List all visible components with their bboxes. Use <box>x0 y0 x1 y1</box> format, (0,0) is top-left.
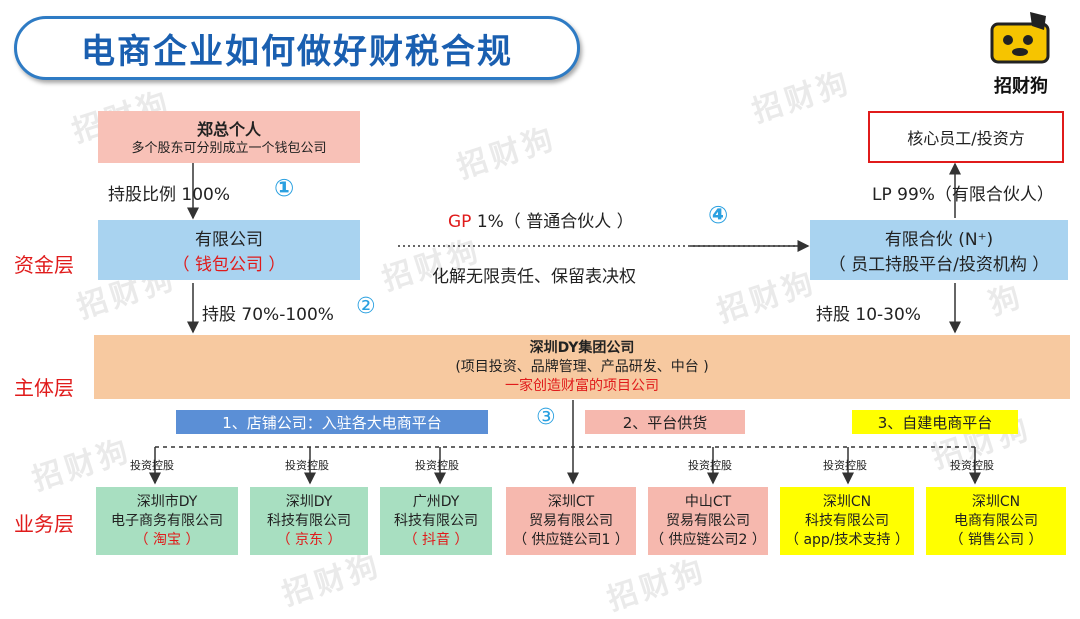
layer-label-business: 业务层 <box>14 512 74 536</box>
core-investor-title: 核心员工/投资方 <box>907 129 1025 148</box>
company-role: （ 供应链公司2 ） <box>650 531 766 548</box>
company-type: 贸易有限公司 <box>529 512 613 529</box>
company-name: 深圳CN <box>822 493 872 510</box>
company-box: 广州DY 科技有限公司 （ 抖音 ） <box>380 487 492 555</box>
layer-label-capital: 资金层 <box>14 253 74 277</box>
layer-label-main: 主体层 <box>14 376 74 400</box>
category-own-platform-label: 3、自建电商平台 <box>877 413 993 432</box>
company-type: 电商有限公司 <box>954 512 1038 529</box>
lp-label: LP 99%（有限合伙人） <box>872 185 1054 205</box>
company-box: 深圳市DY 电子商务有限公司 （ 淘宝 ） <box>96 487 238 555</box>
logo: 招财狗 <box>982 10 1060 97</box>
company-name: 深圳CT <box>547 493 595 510</box>
step-number-2: ② <box>356 294 376 319</box>
invest-label: 投资控股 <box>688 459 732 472</box>
personal-box: 郑总个人 多个股东可分别成立一个钱包公司 <box>98 111 360 163</box>
invest-label: 投资控股 <box>285 459 329 472</box>
page-title: 电商企业如何做好财税合规 <box>81 31 513 72</box>
wallet-company-box: 有限公司 （ 钱包公司 ） <box>98 220 360 280</box>
invest-label: 投资控股 <box>130 459 174 472</box>
gp-purpose: 化解无限责任、保留表决权 <box>432 267 636 287</box>
company-type: 科技有限公司 <box>267 512 351 529</box>
company-name: 深圳CN <box>971 493 1021 510</box>
company-box: 深圳CT 贸易有限公司 （ 供应链公司1 ） <box>506 487 636 555</box>
invest-label: 投资控股 <box>950 459 994 472</box>
category-store: 1、店铺公司：入驻各大电商平台 <box>176 410 488 434</box>
dog-icon <box>990 12 1050 64</box>
company-role: （ 京东 ） <box>276 531 342 548</box>
group-sub: (项目投资、品牌管理、产品研发、中台 ) <box>455 358 709 375</box>
company-name: 中山CT <box>684 493 732 510</box>
edge-label-2: 持股 70%-100% <box>202 305 334 325</box>
invest-label: 投资控股 <box>415 459 459 472</box>
company-type: 科技有限公司 <box>394 512 478 529</box>
group-tag: 一家创造财富的项目公司 <box>505 377 659 394</box>
step-number-3: ③ <box>536 405 556 430</box>
step-number-1: ① <box>274 174 295 202</box>
partnership-title: 有限合伙 (N⁺) <box>884 230 994 250</box>
group-title: 深圳DY集团公司 <box>529 339 635 356</box>
step-number-4: ④ <box>708 201 729 229</box>
category-supply-label: 2、平台供货 <box>622 413 708 432</box>
category-store-label: 1、店铺公司：入驻各大电商平台 <box>222 413 442 432</box>
company-box: 深圳CN 电商有限公司 （ 销售公司 ） <box>926 487 1066 555</box>
edge-label-1-text: 持股比例 100% <box>108 185 231 205</box>
gp-label-rest: 1%（ 普通合伙人 ） <box>471 212 634 232</box>
group-company-band: 深圳DY集团公司 (项目投资、品牌管理、产品研发、中台 ) 一家创造财富的项目公… <box>94 335 1070 399</box>
company-box: 中山CT 贸易有限公司 （ 供应链公司2 ） <box>648 487 768 555</box>
company-type: 电子商务有限公司 <box>111 512 223 529</box>
company-role: （ 销售公司 ） <box>949 531 1043 548</box>
logo-text: 招财狗 <box>994 76 1048 97</box>
personal-sub: 多个股东可分别成立一个钱包公司 <box>131 141 327 156</box>
title-banner: 电商企业如何做好财税合规 <box>14 16 580 80</box>
partnership-sub: （ 员工持股平台/投资机构 ） <box>828 255 1050 275</box>
gp-label: GP 1%（ 普通合伙人 ） <box>448 207 634 232</box>
edge-label-1: 持股比例 100% <box>108 180 230 205</box>
gp-label-prefix: GP <box>448 212 472 232</box>
company-name: 深圳市DY <box>136 493 198 510</box>
core-investor-box: 核心员工/投资方 <box>868 111 1064 163</box>
company-role: （ 供应链公司1 ） <box>513 531 629 548</box>
company-role: （ 淘宝 ） <box>134 531 200 548</box>
wallet-title: 有限公司 <box>195 230 263 250</box>
personal-title: 郑总个人 <box>196 120 261 139</box>
edge-label-right: 持股 10-30% <box>816 305 921 325</box>
company-role: （ 抖音 ） <box>403 531 469 548</box>
partnership-box: 有限合伙 (N⁺) （ 员工持股平台/投资机构 ） <box>810 220 1068 280</box>
company-box: 深圳DY 科技有限公司 （ 京东 ） <box>250 487 368 555</box>
invest-label: 投资控股 <box>823 459 867 472</box>
category-supply: 2、平台供货 <box>585 410 745 434</box>
company-type: 科技有限公司 <box>805 512 889 529</box>
company-name: 广州DY <box>412 493 460 510</box>
category-own-platform: 3、自建电商平台 <box>852 410 1018 434</box>
company-box: 深圳CN 科技有限公司 （ app/技术支持 ） <box>780 487 914 555</box>
company-type: 贸易有限公司 <box>666 512 750 529</box>
wallet-sub: （ 钱包公司 ） <box>172 255 286 275</box>
company-name: 深圳DY <box>285 493 333 510</box>
company-role: （ app/技术支持 ） <box>785 531 909 548</box>
